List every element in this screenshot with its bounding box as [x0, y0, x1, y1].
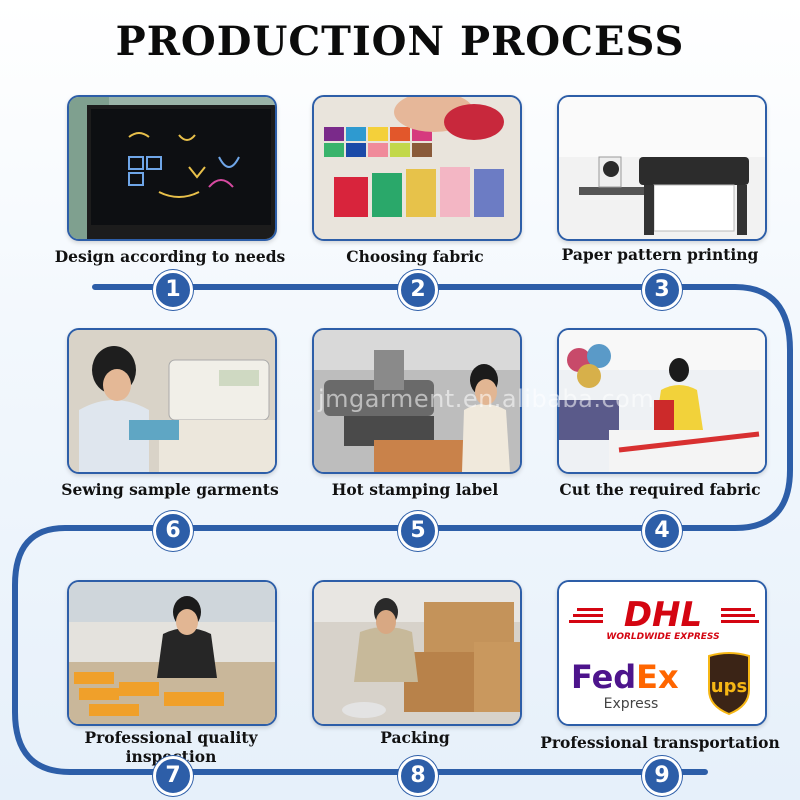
step-9-label: Professional transportation [540, 733, 780, 752]
step-7-photo [67, 580, 277, 726]
step-8-photo [312, 580, 522, 726]
step-7-badge: 7 [153, 756, 193, 796]
ups-text: ups [711, 676, 747, 697]
fedex-fed-text: Fed [571, 658, 636, 696]
step-3-label: Paper pattern printing [561, 245, 759, 264]
step-1-badge: 1 [153, 270, 193, 310]
ups-logo: ups [708, 652, 750, 716]
step-9-badge: 9 [642, 756, 682, 796]
step-1-label: Design according to needs [54, 247, 286, 266]
step-6-badge: 6 [153, 511, 193, 551]
step-4-badge: 4 [642, 511, 682, 551]
dhl-subtext: WORLDWIDE EXPRESS [606, 632, 719, 642]
step-3-photo [557, 95, 767, 241]
step-2-badge: 2 [398, 270, 438, 310]
step-4-photo [557, 328, 767, 474]
step-9-carriers: DHL WORLDWIDE EXPRESS FedEx Express ups [557, 580, 767, 726]
step-3-badge: 3 [642, 270, 682, 310]
fedex-subtext: Express [604, 696, 659, 712]
step-8-badge: 8 [398, 756, 438, 796]
page-title: PRODUCTION PROCESS [115, 18, 685, 65]
fedex-ex-text: Ex [636, 658, 679, 696]
step-8-label: Packing [380, 728, 450, 747]
step-1-photo [67, 95, 277, 241]
step-5-label: Hot stamping label [331, 480, 499, 499]
svg-text:FedEx: FedEx [571, 658, 679, 696]
dhl-text: DHL [624, 595, 702, 635]
watermark-text: jmgarment.en.alibaba.com [318, 385, 655, 413]
step-5-badge: 5 [398, 511, 438, 551]
step-2-label: Choosing fabric [346, 247, 484, 266]
step-4-label: Cut the required fabric [559, 480, 761, 499]
step-6-label: Sewing sample garments [61, 480, 279, 499]
step-7-label: Professional quality inspection [84, 728, 258, 766]
fedex-logo: FedEx Express [571, 658, 679, 712]
step-2-photo [312, 95, 522, 241]
step-5-photo [312, 328, 522, 474]
dhl-logo: DHL WORLDWIDE EXPRESS [569, 595, 759, 642]
step-6-photo [67, 328, 277, 474]
